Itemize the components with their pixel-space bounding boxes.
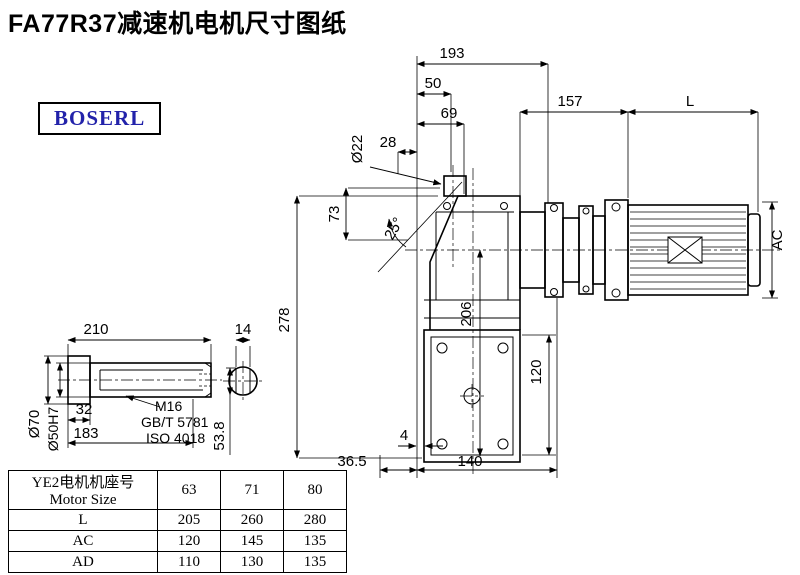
label-m16: M16 bbox=[155, 398, 182, 414]
frame-size-63: 63 bbox=[157, 470, 221, 510]
dim-L: L bbox=[686, 93, 694, 110]
dimension-lines bbox=[44, 60, 776, 474]
row-AD-val-71: 130 bbox=[220, 551, 284, 573]
label-iso4018: ISO 4018 bbox=[146, 430, 205, 446]
dim-73: 73 bbox=[326, 206, 343, 223]
dim-140: 140 bbox=[457, 453, 482, 470]
dim-32: 32 bbox=[76, 401, 93, 418]
row-AC-val-71: 145 bbox=[220, 530, 284, 552]
row-AC-val-80: 135 bbox=[283, 530, 347, 552]
row-L-val-63: 205 bbox=[157, 509, 221, 531]
row-AD-val-80: 135 bbox=[283, 551, 347, 573]
dim-28: 28 bbox=[380, 134, 397, 151]
motor-size-table: YE2电机机座号 Motor Size 63 71 80 L 205 260 2… bbox=[8, 470, 347, 573]
row-L-val-71: 260 bbox=[220, 509, 284, 531]
motor-size-label-en: Motor Size bbox=[49, 492, 117, 508]
row-AC-label: AC bbox=[8, 530, 158, 552]
motor-size-header-cell: YE2电机机座号 Motor Size bbox=[8, 470, 158, 510]
frame-size-71: 71 bbox=[220, 470, 284, 510]
dim-193: 193 bbox=[439, 45, 464, 62]
row-L-label: L bbox=[8, 509, 158, 531]
dim-25deg: 25° bbox=[381, 215, 407, 243]
dim-278: 278 bbox=[276, 307, 293, 332]
dim-183: 183 bbox=[73, 425, 98, 442]
brand-logo-text: BOSERL bbox=[54, 106, 146, 130]
table-header-row: YE2电机机座号 Motor Size 63 71 80 bbox=[8, 470, 347, 510]
row-L-val-80: 280 bbox=[283, 509, 347, 531]
dim-53-8: 53.8 bbox=[211, 421, 228, 450]
dim-69: 69 bbox=[441, 105, 458, 122]
table-row-AC: AC 120 145 135 bbox=[8, 530, 347, 552]
dim-dia50h7: Ø50H7 bbox=[45, 407, 61, 452]
dim-157: 157 bbox=[557, 93, 582, 110]
row-AD-val-63: 110 bbox=[157, 551, 221, 573]
dim-210: 210 bbox=[83, 321, 108, 338]
frame-size-80: 80 bbox=[283, 470, 347, 510]
dim-50: 50 bbox=[425, 75, 442, 92]
dimension-labels: 193 50 69 28 Ø22 73 25° 157 L AC 278 206… bbox=[26, 45, 786, 470]
brand-logo: BOSERL bbox=[38, 102, 162, 135]
row-AC-val-63: 120 bbox=[157, 530, 221, 552]
dim-36-5: 36.5 bbox=[337, 453, 366, 470]
dim-14: 14 bbox=[235, 321, 252, 338]
extension-lines bbox=[44, 56, 778, 478]
row-AD-label: AD bbox=[8, 551, 158, 573]
dim-206: 206 bbox=[458, 301, 475, 326]
dim-dia22: Ø22 bbox=[349, 135, 366, 163]
page-title: FA77R37减速机电机尺寸图纸 bbox=[8, 10, 347, 38]
table-row-AD: AD 110 130 135 bbox=[8, 551, 347, 573]
motor-assembly bbox=[519, 199, 761, 301]
table-row-L: L 205 260 280 bbox=[8, 509, 347, 531]
label-gbt5781: GB/T 5781 bbox=[141, 414, 209, 430]
dim-dia70: Ø70 bbox=[26, 410, 43, 438]
shaft-detail bbox=[67, 355, 212, 405]
gearbox-housing bbox=[377, 175, 521, 463]
dim-AC: AC bbox=[769, 229, 786, 250]
dim-4: 4 bbox=[400, 427, 408, 444]
motor-size-label-cn: YE2电机机座号 bbox=[31, 475, 135, 491]
dim-120: 120 bbox=[528, 359, 545, 384]
